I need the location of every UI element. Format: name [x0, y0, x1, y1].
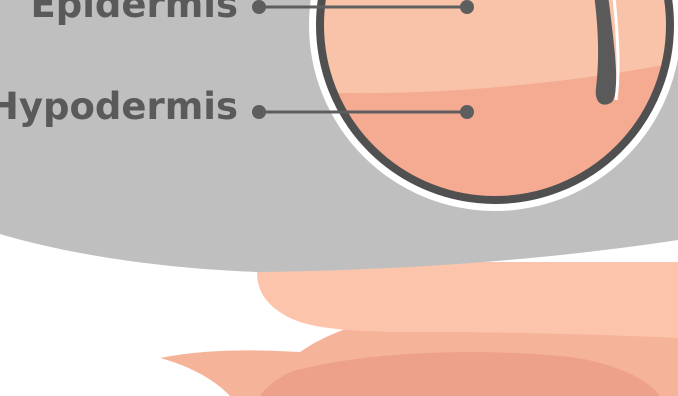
hypodermis-label: Hypodermis	[0, 88, 238, 125]
epidermis-pointer-end-dot	[460, 0, 474, 14]
hypodermis-pointer-end-dot	[460, 105, 474, 119]
epidermis-pointer-start-dot	[252, 0, 266, 14]
skin-illustration	[160, 262, 678, 396]
hypodermis-pointer-start-dot	[252, 105, 266, 119]
skin-lobe-top	[257, 262, 678, 338]
epidermis-label: Epidermis	[30, 0, 238, 23]
